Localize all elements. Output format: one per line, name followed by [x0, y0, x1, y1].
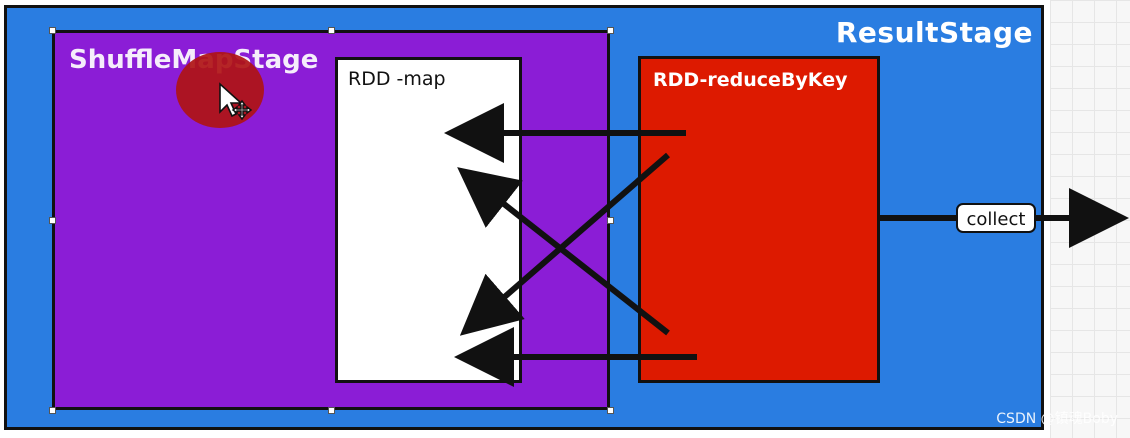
rdd-reduce-by-key-box[interactable]: RDD-reduceByKey — [638, 56, 880, 383]
resize-handle-top-middle[interactable] — [328, 27, 335, 34]
resize-handle-bottom-left[interactable] — [49, 407, 56, 414]
resize-handle-middle-right[interactable] — [607, 217, 614, 224]
result-stage-title: ResultStage — [835, 16, 1033, 49]
arrow-reduce-to-map-cross-down — [459, 152, 670, 336]
resize-handle-bottom-middle[interactable] — [328, 407, 335, 414]
arrow-reduce-to-map-cross-up — [457, 167, 670, 336]
resize-handle-top-left[interactable] — [49, 27, 56, 34]
resize-handle-bottom-right[interactable] — [607, 407, 614, 414]
move-cursor-icon — [219, 82, 253, 121]
resize-handle-top-right[interactable] — [607, 27, 614, 34]
rdd-map-label: RDD -map — [348, 68, 446, 90]
resize-handle-middle-left[interactable] — [49, 217, 56, 224]
rdd-reduce-by-key-label: RDD-reduceByKey — [653, 69, 848, 91]
csdn-watermark: CSDN @镇魂Boby — [996, 411, 1118, 427]
collect-action-label[interactable]: collect — [956, 203, 1036, 233]
